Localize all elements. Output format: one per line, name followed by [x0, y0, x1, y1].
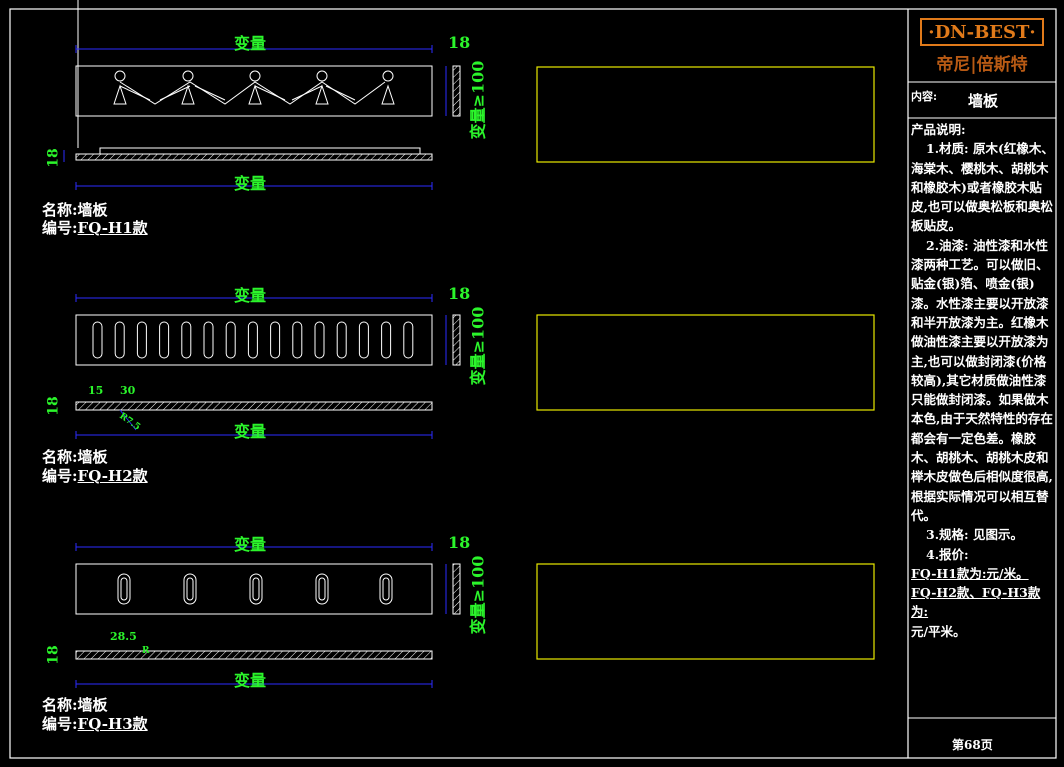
bottom-dim-label-2: 变量 [234, 422, 267, 441]
top-dim-label-2: 变量 [234, 286, 267, 305]
plan-section [75, 401, 433, 411]
slot-groove [314, 321, 325, 359]
name-label-2: 名称:墙板 [42, 448, 108, 466]
name-label-1: 名称:墙板 [42, 201, 108, 219]
slot-groove [247, 321, 258, 359]
content-label: 内容: [911, 90, 938, 103]
image-frame-1 [536, 66, 875, 163]
price-line-1: FQ-H1款为:元/米。 [911, 565, 1029, 581]
drawing-fq-h1 [63, 45, 461, 190]
slot-groove [203, 321, 214, 359]
slot-groove [114, 321, 125, 359]
description-price: 4.报价: [926, 546, 969, 562]
side-section [452, 65, 461, 117]
side-section [452, 563, 461, 615]
drawing-border [9, 8, 1057, 759]
description-material: 1.材质: 原木(红橡木、海棠木、樱桃木、胡桃木和橡胶木)或者橡胶木贴皮,也可以… [911, 141, 1054, 234]
price-line-2: FQ-H2款、FQ-H3款为: [911, 585, 1041, 620]
oval-grooves [117, 573, 393, 605]
name-label-3: 名称:墙板 [42, 696, 108, 714]
brand-logo-chinese: 帝尼|倍斯特 [936, 55, 1028, 75]
dim-r: R [142, 646, 150, 656]
panel-front-view [75, 563, 433, 615]
thickness-3: 18 [45, 645, 62, 665]
slot-groove [92, 321, 103, 359]
height-dim-2: 变量≥100 [468, 306, 488, 386]
slot-groove [181, 321, 192, 359]
panel-front-view [75, 65, 433, 117]
code-label-3: 编号:FQ-H3款 [42, 715, 148, 733]
slot-grooves [92, 321, 414, 359]
side-section [452, 314, 461, 366]
thickness-1: 18 [45, 148, 62, 168]
code-label-2: 编号:FQ-H2款 [42, 467, 148, 485]
dim-28-5: 28.5 [110, 630, 137, 643]
bottom-dim-label-3: 变量 [234, 671, 267, 690]
content-value: 墙板 [968, 92, 999, 110]
plan-section [75, 153, 433, 161]
top-dim-label-1: 变量 [234, 34, 267, 53]
description-heading: 产品说明: [911, 122, 966, 137]
description-spec: 3.规格: 见图示。 [926, 527, 1024, 543]
height-dim-3: 变量≥100 [468, 555, 488, 635]
description-paint: 2.油漆: 油性漆和水性漆两种工艺。可以做旧、贴金(银)箔、喷金(银)漆。水性漆… [911, 237, 1053, 523]
image-frame-3 [536, 563, 875, 660]
price-line-3: 元/平米。 [911, 623, 966, 639]
page-number: 第68页 [952, 738, 993, 752]
slot-groove [336, 321, 347, 359]
drawing-fq-h3 [75, 543, 461, 688]
slot-groove [136, 321, 147, 359]
plan-profile [99, 147, 421, 154]
side-thickness-3: 18 [448, 533, 471, 552]
slot-groove [292, 321, 303, 359]
slot-groove [270, 321, 281, 359]
panel-front-view [75, 314, 433, 366]
image-frame-2 [536, 314, 875, 411]
side-thickness-1: 18 [448, 33, 471, 52]
height-dim-1: 变量≥100 [468, 60, 488, 140]
bottom-dim-label-1: 变量 [234, 174, 267, 193]
slot-groove [403, 321, 414, 359]
top-dim-label-3: 变量 [234, 535, 267, 554]
slot-groove [159, 321, 170, 359]
brand-logo: ·DN-BEST· [920, 18, 1044, 46]
slot-groove [358, 321, 369, 359]
code-label-1: 编号:FQ-H1款 [42, 219, 148, 237]
plan-section [75, 650, 433, 660]
thickness-2: 18 [45, 396, 62, 416]
slot-groove [225, 321, 236, 359]
dim-15: 15 [88, 384, 104, 397]
product-description: 产品说明: 1.材质: 原木(红橡木、海棠木、樱桃木、胡桃木和橡胶木)或者橡胶木… [911, 120, 1057, 641]
side-thickness-2: 18 [448, 284, 471, 303]
slot-groove [381, 321, 392, 359]
dim-30: 30 [120, 384, 136, 397]
carving-ornament [113, 70, 395, 105]
drawing-fq-h2 [75, 294, 461, 439]
